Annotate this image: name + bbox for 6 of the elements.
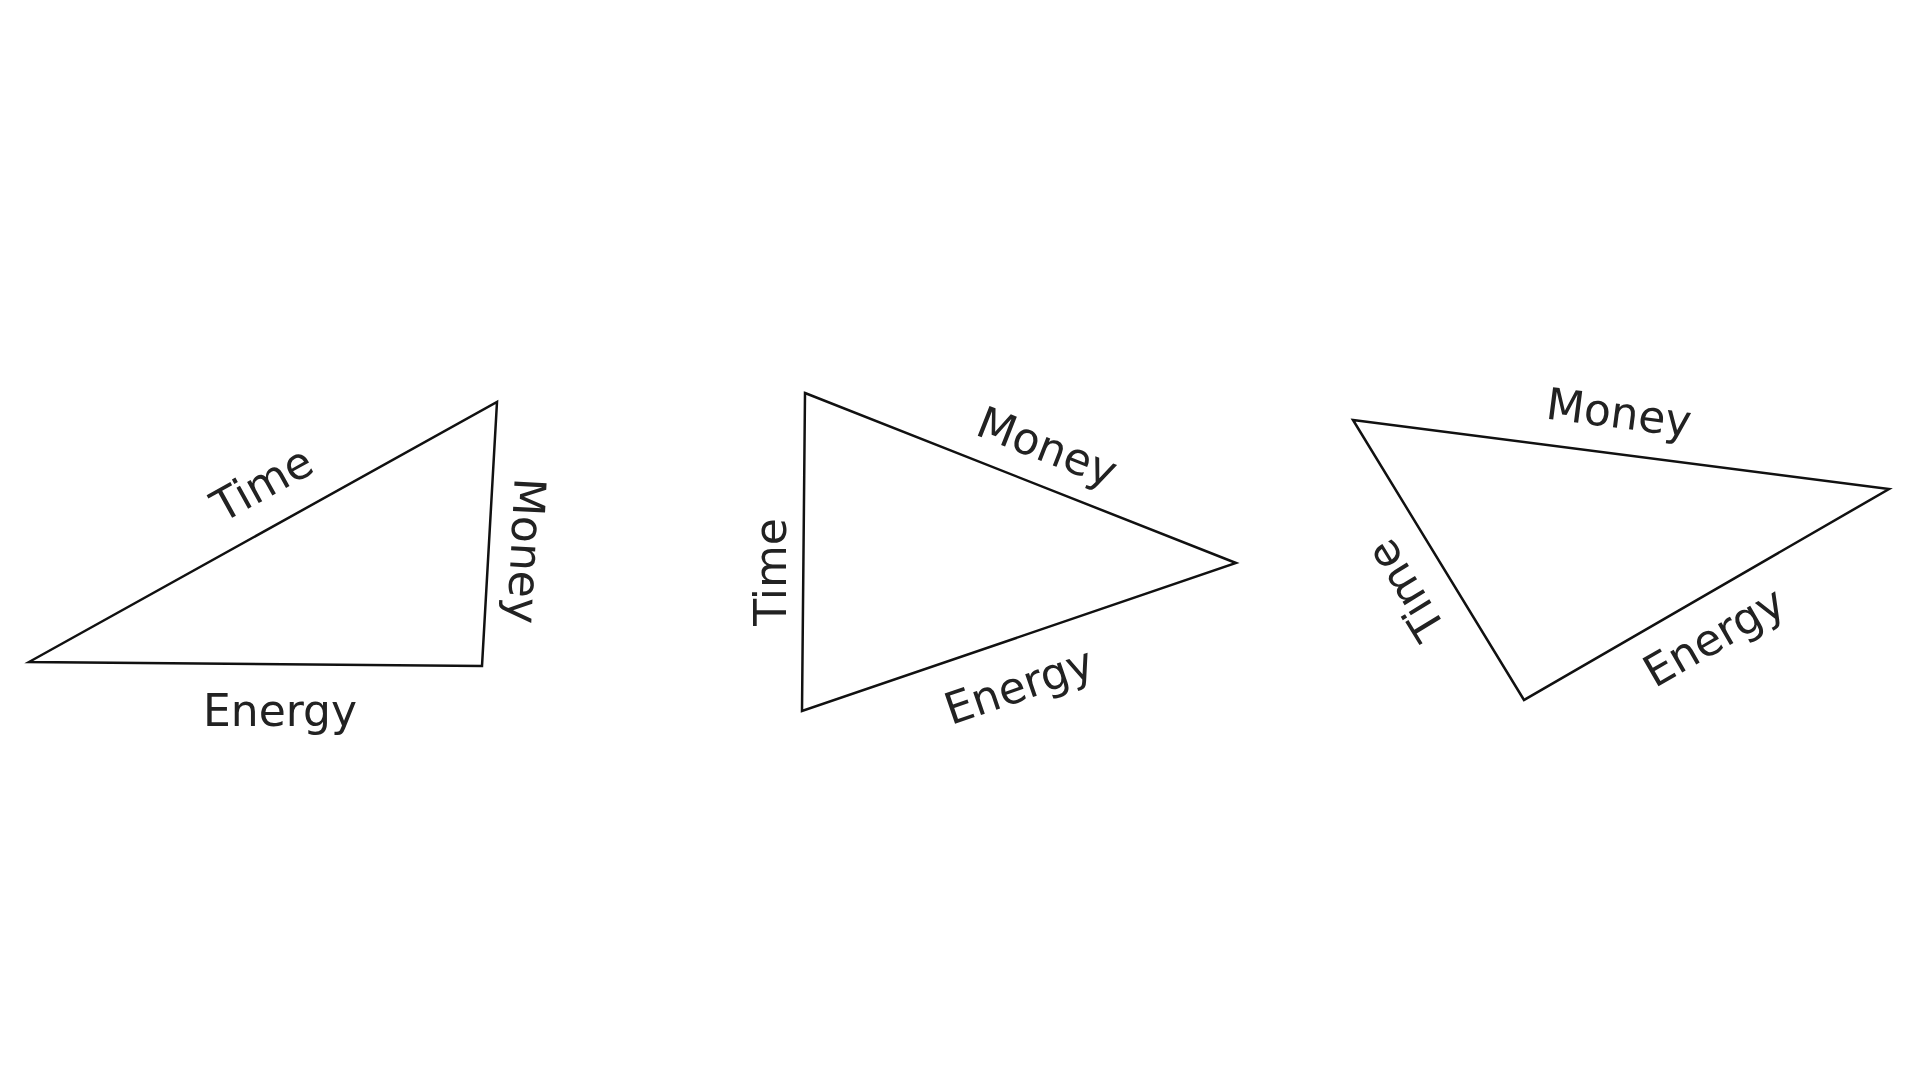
side-label: Money	[1543, 381, 1695, 445]
side-label: Time	[204, 438, 320, 530]
side-label: Time	[749, 518, 793, 626]
side-label: Energy	[939, 640, 1099, 732]
side-label: Money	[500, 477, 552, 625]
side-label: Energy	[203, 689, 357, 733]
